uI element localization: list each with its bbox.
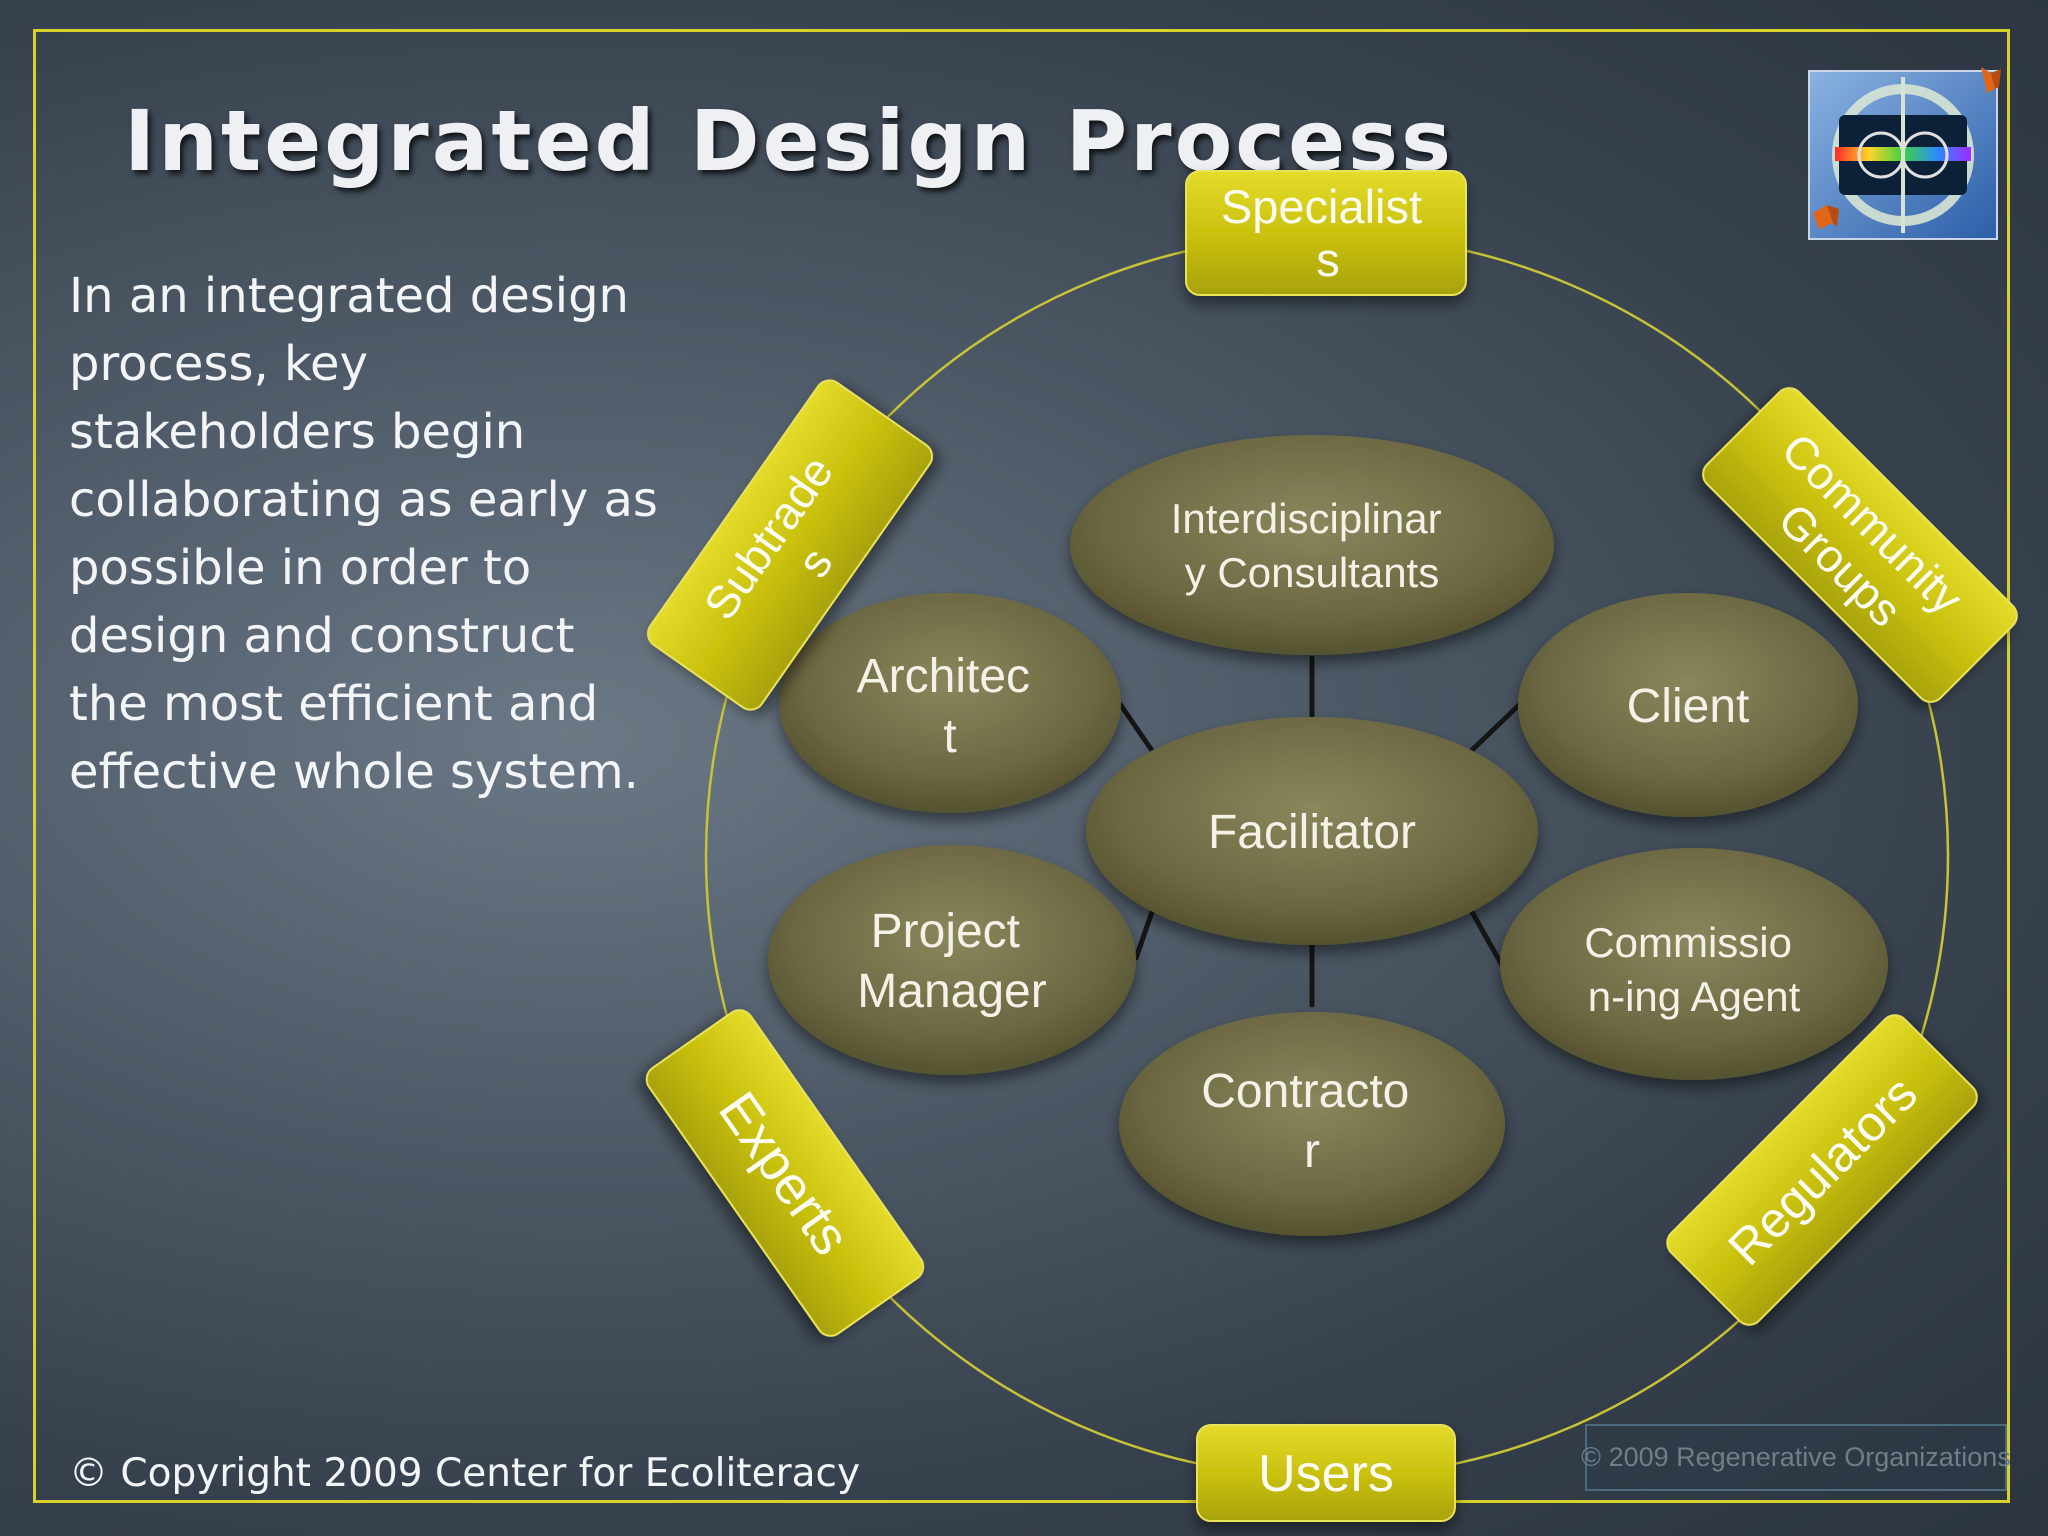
- tag-subtrades: [647, 379, 933, 711]
- architect-label-line1: Architec: [857, 650, 1030, 703]
- inner-node-architect: [779, 593, 1121, 813]
- users-label: Users: [1258, 1445, 1394, 1503]
- inner-node-contractor: [1119, 1012, 1505, 1236]
- svg-text:Commissio n-ing Agent: Commissio n-ing Agent: [1584, 919, 1803, 1020]
- svg-text:Facilitator: Facilitator: [1208, 806, 1416, 859]
- specialists-label-line1: Specialist: [1221, 180, 1422, 233]
- tag-community-groups: [1702, 387, 2018, 703]
- facilitator-label: Facilitator: [1208, 806, 1416, 859]
- connector-project-manager: [1133, 909, 1155, 961]
- project-manager-label-line2: Manager: [857, 965, 1046, 1018]
- contractor-label-line2: r: [1304, 1125, 1320, 1178]
- slide-body-text: In an integrated design process, key sta…: [69, 268, 658, 800]
- project-manager-label-line1: Project: [871, 905, 1020, 958]
- inner-node-client: [1518, 593, 1858, 817]
- specialists-label-line2: s: [1316, 233, 1340, 286]
- regenerative-organizations-logo: [1808, 67, 2001, 240]
- connector-commissioning: [1469, 909, 1506, 970]
- butterfly-icon: [1813, 205, 1839, 229]
- inner-node-project-manager: [768, 845, 1136, 1075]
- svg-text:Specialist s: Specialist s: [1221, 180, 1435, 286]
- contractor-label-line1: Contracto: [1201, 1065, 1409, 1118]
- tag-experts: [645, 1009, 925, 1337]
- commissioning-label-line1: Commissio: [1584, 919, 1792, 966]
- svg-text:Interdisciplinar y Consult: Interdisciplinar y Consultants: [1171, 495, 1453, 596]
- tag-users: [1196, 1424, 1456, 1522]
- consultants-label-line2: y Consultants: [1185, 549, 1439, 596]
- butterfly-icon: [1981, 67, 2001, 93]
- connectors: [1117, 655, 1522, 1008]
- center-node-facilitator: [1086, 717, 1538, 945]
- inner-node-consultants: [1070, 435, 1554, 655]
- connector-client: [1467, 702, 1522, 755]
- svg-text:Architec t: Architec t: [857, 650, 1044, 763]
- svg-text:Client: Client: [1627, 680, 1750, 733]
- client-label: Client: [1627, 680, 1750, 733]
- architect-label-line2: t: [943, 710, 956, 763]
- inner-node-commissioning: [1500, 848, 1888, 1080]
- tag-specialists: [1185, 170, 1467, 296]
- consultants-label-line1: Interdisciplinar: [1171, 495, 1442, 542]
- svg-text:Project Manager: Project Manager: [857, 905, 1046, 1018]
- tag-regulators: [1666, 1014, 1978, 1326]
- slide-frame: [33, 29, 2010, 1503]
- commissioning-label-line2: n-ing Agent: [1588, 973, 1801, 1020]
- svg-text:Users: Users: [1258, 1445, 1394, 1503]
- connector-architect: [1117, 701, 1156, 755]
- watermark-text: © 2009 Regenerative Organizations: [1581, 1424, 2011, 1491]
- svg-text:Contracto r: Contracto r: [1201, 1065, 1422, 1178]
- copyright-text: © Copyright 2009 Center for Ecoliteracy: [69, 1451, 861, 1496]
